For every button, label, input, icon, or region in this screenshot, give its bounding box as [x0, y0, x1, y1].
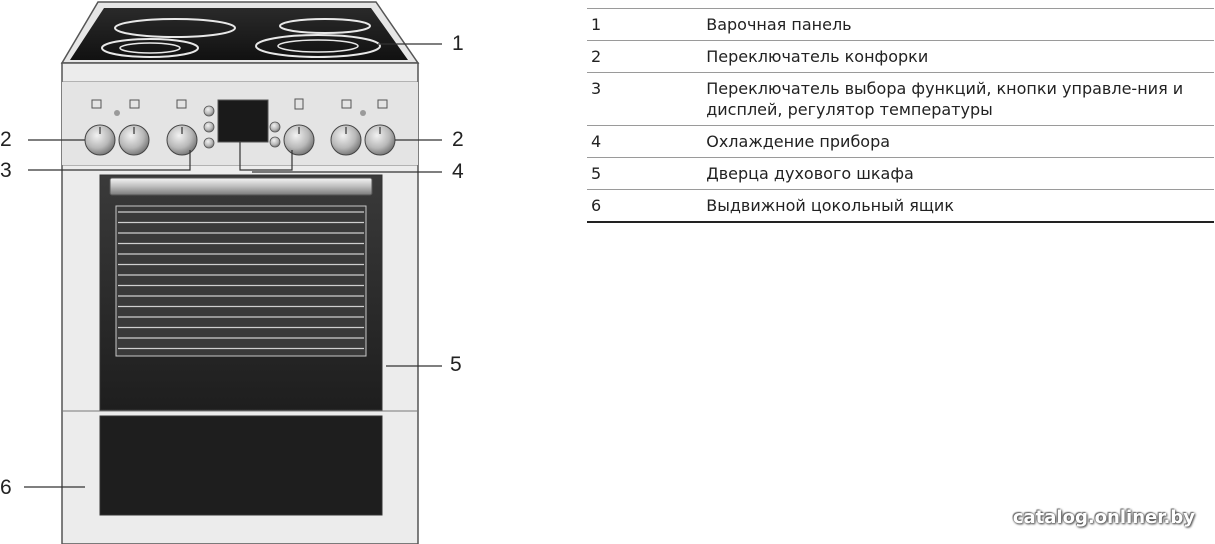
callout-5: 5	[450, 353, 462, 376]
control-button	[203, 121, 215, 133]
leader-lines	[24, 43, 442, 488]
knob	[330, 124, 362, 156]
control-button	[203, 105, 215, 117]
knob	[118, 124, 150, 156]
display	[217, 99, 269, 143]
door-handle	[109, 177, 373, 196]
stove-diagram	[24, 1, 442, 544]
legend-text: Охлаждение прибора	[706, 125, 1214, 158]
legend-number: 3	[587, 72, 707, 126]
callout-1: 1	[452, 32, 464, 55]
legend-table: 1 Варочная панель 2 Переключатель конфор…	[587, 8, 1214, 223]
legend-row: 3 Переключатель выбора функций, кнопки у…	[587, 72, 1214, 126]
callout-2-right: 2	[452, 128, 464, 151]
legend-row: 4 Охлаждение прибора	[587, 125, 1214, 158]
control-button	[269, 136, 281, 148]
legend-row: 2 Переключатель конфорки	[587, 40, 1214, 73]
legend-number: 4	[587, 125, 707, 158]
legend-number: 1	[587, 8, 707, 41]
watermark: catalog.onliner.by	[1012, 507, 1195, 528]
legend-number: 2	[587, 40, 707, 73]
callout-6: 6	[0, 476, 12, 499]
knob	[166, 124, 198, 156]
legend-text: Варочная панель	[706, 8, 1214, 41]
legend-row: 5 Дверца духового шкафа	[587, 157, 1214, 190]
legend-text: Переключатель конфорки	[706, 40, 1214, 73]
control-button	[269, 121, 281, 133]
legend-row: 6 Выдвижной цокольный ящик	[587, 189, 1214, 223]
legend-text: Выдвижной цокольный ящик	[706, 189, 1214, 223]
callout-2-left: 2	[0, 128, 12, 151]
legend-text: Переключатель выбора функций, кнопки упр…	[706, 72, 1214, 126]
legend-row: 1 Варочная панель	[587, 8, 1214, 41]
legend-number: 5	[587, 157, 707, 190]
knob	[84, 124, 116, 156]
storage-drawer	[99, 415, 383, 516]
knob	[364, 124, 396, 156]
oven-door	[99, 174, 383, 411]
legend-text: Дверца духового шкафа	[706, 157, 1214, 190]
knob	[283, 124, 315, 156]
control-panel	[62, 82, 418, 165]
callout-3: 3	[0, 159, 12, 182]
cooktop	[60, 1, 420, 64]
callout-4: 4	[452, 160, 464, 183]
control-button	[203, 137, 215, 149]
legend-number: 6	[587, 189, 707, 223]
